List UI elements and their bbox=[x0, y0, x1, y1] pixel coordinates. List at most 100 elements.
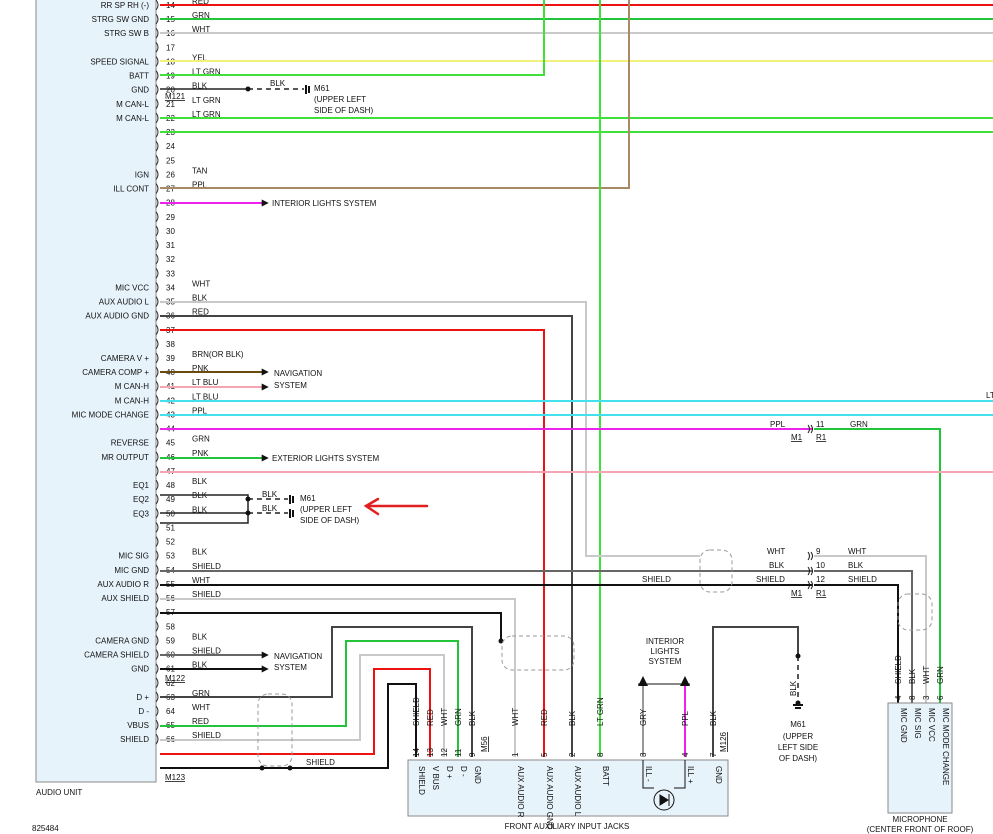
wire-pin36-red bbox=[160, 329, 545, 757]
pin-function: CAMERA GND bbox=[95, 636, 149, 645]
jack-wire-color: WHT bbox=[440, 708, 449, 726]
pin-terminal bbox=[155, 635, 159, 646]
pin-terminal bbox=[155, 380, 159, 392]
wire-pin19-batt bbox=[160, 0, 545, 76]
pin-terminal bbox=[155, 56, 159, 67]
audio-unit-label: AUDIO UNIT bbox=[36, 788, 82, 797]
pin-function: CAMERA COMP + bbox=[82, 368, 149, 377]
pin-terminal bbox=[155, 691, 159, 703]
jack-pin-function: AUX AUDIO R bbox=[516, 766, 525, 818]
jack-pin-number: 14 bbox=[412, 748, 421, 757]
pin-terminal bbox=[155, 366, 159, 378]
navigation-label-1a: NAVIGATION bbox=[274, 369, 322, 378]
pin-number: 19 bbox=[166, 72, 175, 81]
wire-color-label: WHT bbox=[192, 279, 210, 288]
jack-pin-function: ILL + bbox=[686, 766, 695, 784]
pin-terminal bbox=[155, 155, 159, 166]
wire-pin55-wht bbox=[160, 598, 516, 757]
pin-function: AUX AUDIO L bbox=[99, 298, 150, 307]
pin-terminal bbox=[155, 578, 159, 590]
pin-function: AUX AUDIO R bbox=[97, 580, 149, 589]
wire-pin64-wht bbox=[160, 654, 445, 757]
system-arrows bbox=[261, 199, 269, 673]
pin-function: ILL CONT bbox=[113, 185, 149, 194]
jack-wire-color: BLK bbox=[468, 710, 477, 726]
jack-pin-number: 12 bbox=[440, 748, 449, 757]
wire-color-label: LT GRN bbox=[192, 110, 221, 119]
pin-terminal bbox=[155, 733, 159, 745]
inline-ppl: PPL bbox=[770, 420, 786, 429]
jack-pin-function: GND bbox=[714, 766, 723, 784]
pin-function: REVERSE bbox=[111, 439, 149, 448]
connector-m56: M56 bbox=[480, 736, 489, 752]
pin-number: 59 bbox=[166, 636, 175, 645]
wire-pin66-shield bbox=[160, 683, 417, 769]
ground-wires bbox=[248, 88, 799, 703]
jack-pin-number: 7 bbox=[709, 752, 718, 757]
inline-c12: 12 bbox=[816, 575, 825, 584]
pin-terminal bbox=[155, 296, 159, 307]
jack-pin-number: 1 bbox=[511, 752, 520, 757]
pin-number: 21 bbox=[166, 100, 175, 109]
front-jacks-label: FRONT AUXILIARY INPUT JACKS bbox=[505, 822, 630, 831]
pin-terminal bbox=[155, 84, 159, 96]
pin-terminal bbox=[155, 592, 159, 604]
pin-terminal bbox=[155, 493, 159, 505]
pin-terminal bbox=[155, 126, 159, 138]
jack-pin-function: V BUS bbox=[431, 766, 440, 790]
inline-c10: 10 bbox=[816, 561, 825, 570]
ground-m61-bottom-loc1: (UPPER bbox=[783, 732, 813, 741]
pin-number: 49 bbox=[166, 495, 175, 504]
navigation-label-2a: NAVIGATION bbox=[274, 652, 322, 661]
pin-number: 53 bbox=[166, 552, 175, 561]
wire-mic-grn bbox=[814, 428, 941, 703]
pin-terminal bbox=[155, 253, 159, 265]
pin-number: 31 bbox=[166, 241, 175, 250]
wire-color-label: SHIELD bbox=[192, 562, 221, 571]
pin-terminal bbox=[155, 13, 159, 25]
ground-m61-top-loc2: SIDE OF DASH) bbox=[314, 106, 373, 115]
pin-function: GND bbox=[131, 665, 149, 674]
jack-pin-number: 13 bbox=[426, 748, 435, 757]
mic-pin-function: MIC SIG bbox=[913, 708, 922, 739]
pin-function: STRG SW GND bbox=[92, 15, 150, 24]
pin-function: STRG SW B bbox=[104, 29, 149, 38]
wire-mic-shield bbox=[814, 584, 899, 703]
wire-gnd-blk bbox=[712, 626, 799, 757]
pin-function: BATT bbox=[129, 72, 149, 81]
jack-pin-function: AUX AUDIO L bbox=[573, 766, 582, 817]
inline-blk-r: BLK bbox=[848, 561, 864, 570]
pin-number: 33 bbox=[166, 269, 175, 278]
pin-function: M CAN-L bbox=[116, 100, 149, 109]
pin-terminal bbox=[155, 649, 159, 660]
pin-number: 30 bbox=[166, 227, 175, 236]
pin-terminal bbox=[155, 409, 159, 420]
pin-terminal bbox=[155, 98, 159, 110]
wire-color-label: SHIELD bbox=[192, 647, 221, 656]
pin-terminal bbox=[155, 324, 159, 336]
blk-gnd-label-right: BLK bbox=[789, 680, 798, 696]
inline-r1-a: R1 bbox=[816, 433, 827, 442]
pin-function: M CAN-H bbox=[115, 396, 149, 405]
wire-color-label: BLK bbox=[192, 294, 208, 303]
inline-c9: 9 bbox=[816, 547, 821, 556]
inline-wht-l: WHT bbox=[767, 547, 785, 556]
pin-function: AUX SHIELD bbox=[101, 594, 149, 603]
pin-function: RR SP RH (-) bbox=[101, 1, 150, 10]
ground-m61-bottom-loc3: OF DASH) bbox=[779, 754, 818, 763]
jack-pin-function: BATT bbox=[601, 766, 610, 786]
pin-terminal bbox=[155, 677, 159, 689]
wire-color-label: RED bbox=[192, 308, 209, 317]
ground-m61-top-name: M61 bbox=[314, 84, 330, 93]
blk-gnd-label-top: BLK bbox=[270, 79, 286, 88]
jack-wire-color: GRY bbox=[639, 708, 648, 726]
pin-function: M CAN-H bbox=[115, 382, 149, 391]
pin-function: MIC MODE CHANGE bbox=[72, 410, 149, 419]
pin-number: 20 bbox=[166, 86, 175, 95]
pin-terminal bbox=[155, 437, 159, 449]
pin-number: 50 bbox=[166, 509, 175, 518]
inline-m1-b: M1 bbox=[791, 589, 803, 598]
ground-m61-eq-loc1: (UPPER LEFT bbox=[300, 505, 352, 514]
